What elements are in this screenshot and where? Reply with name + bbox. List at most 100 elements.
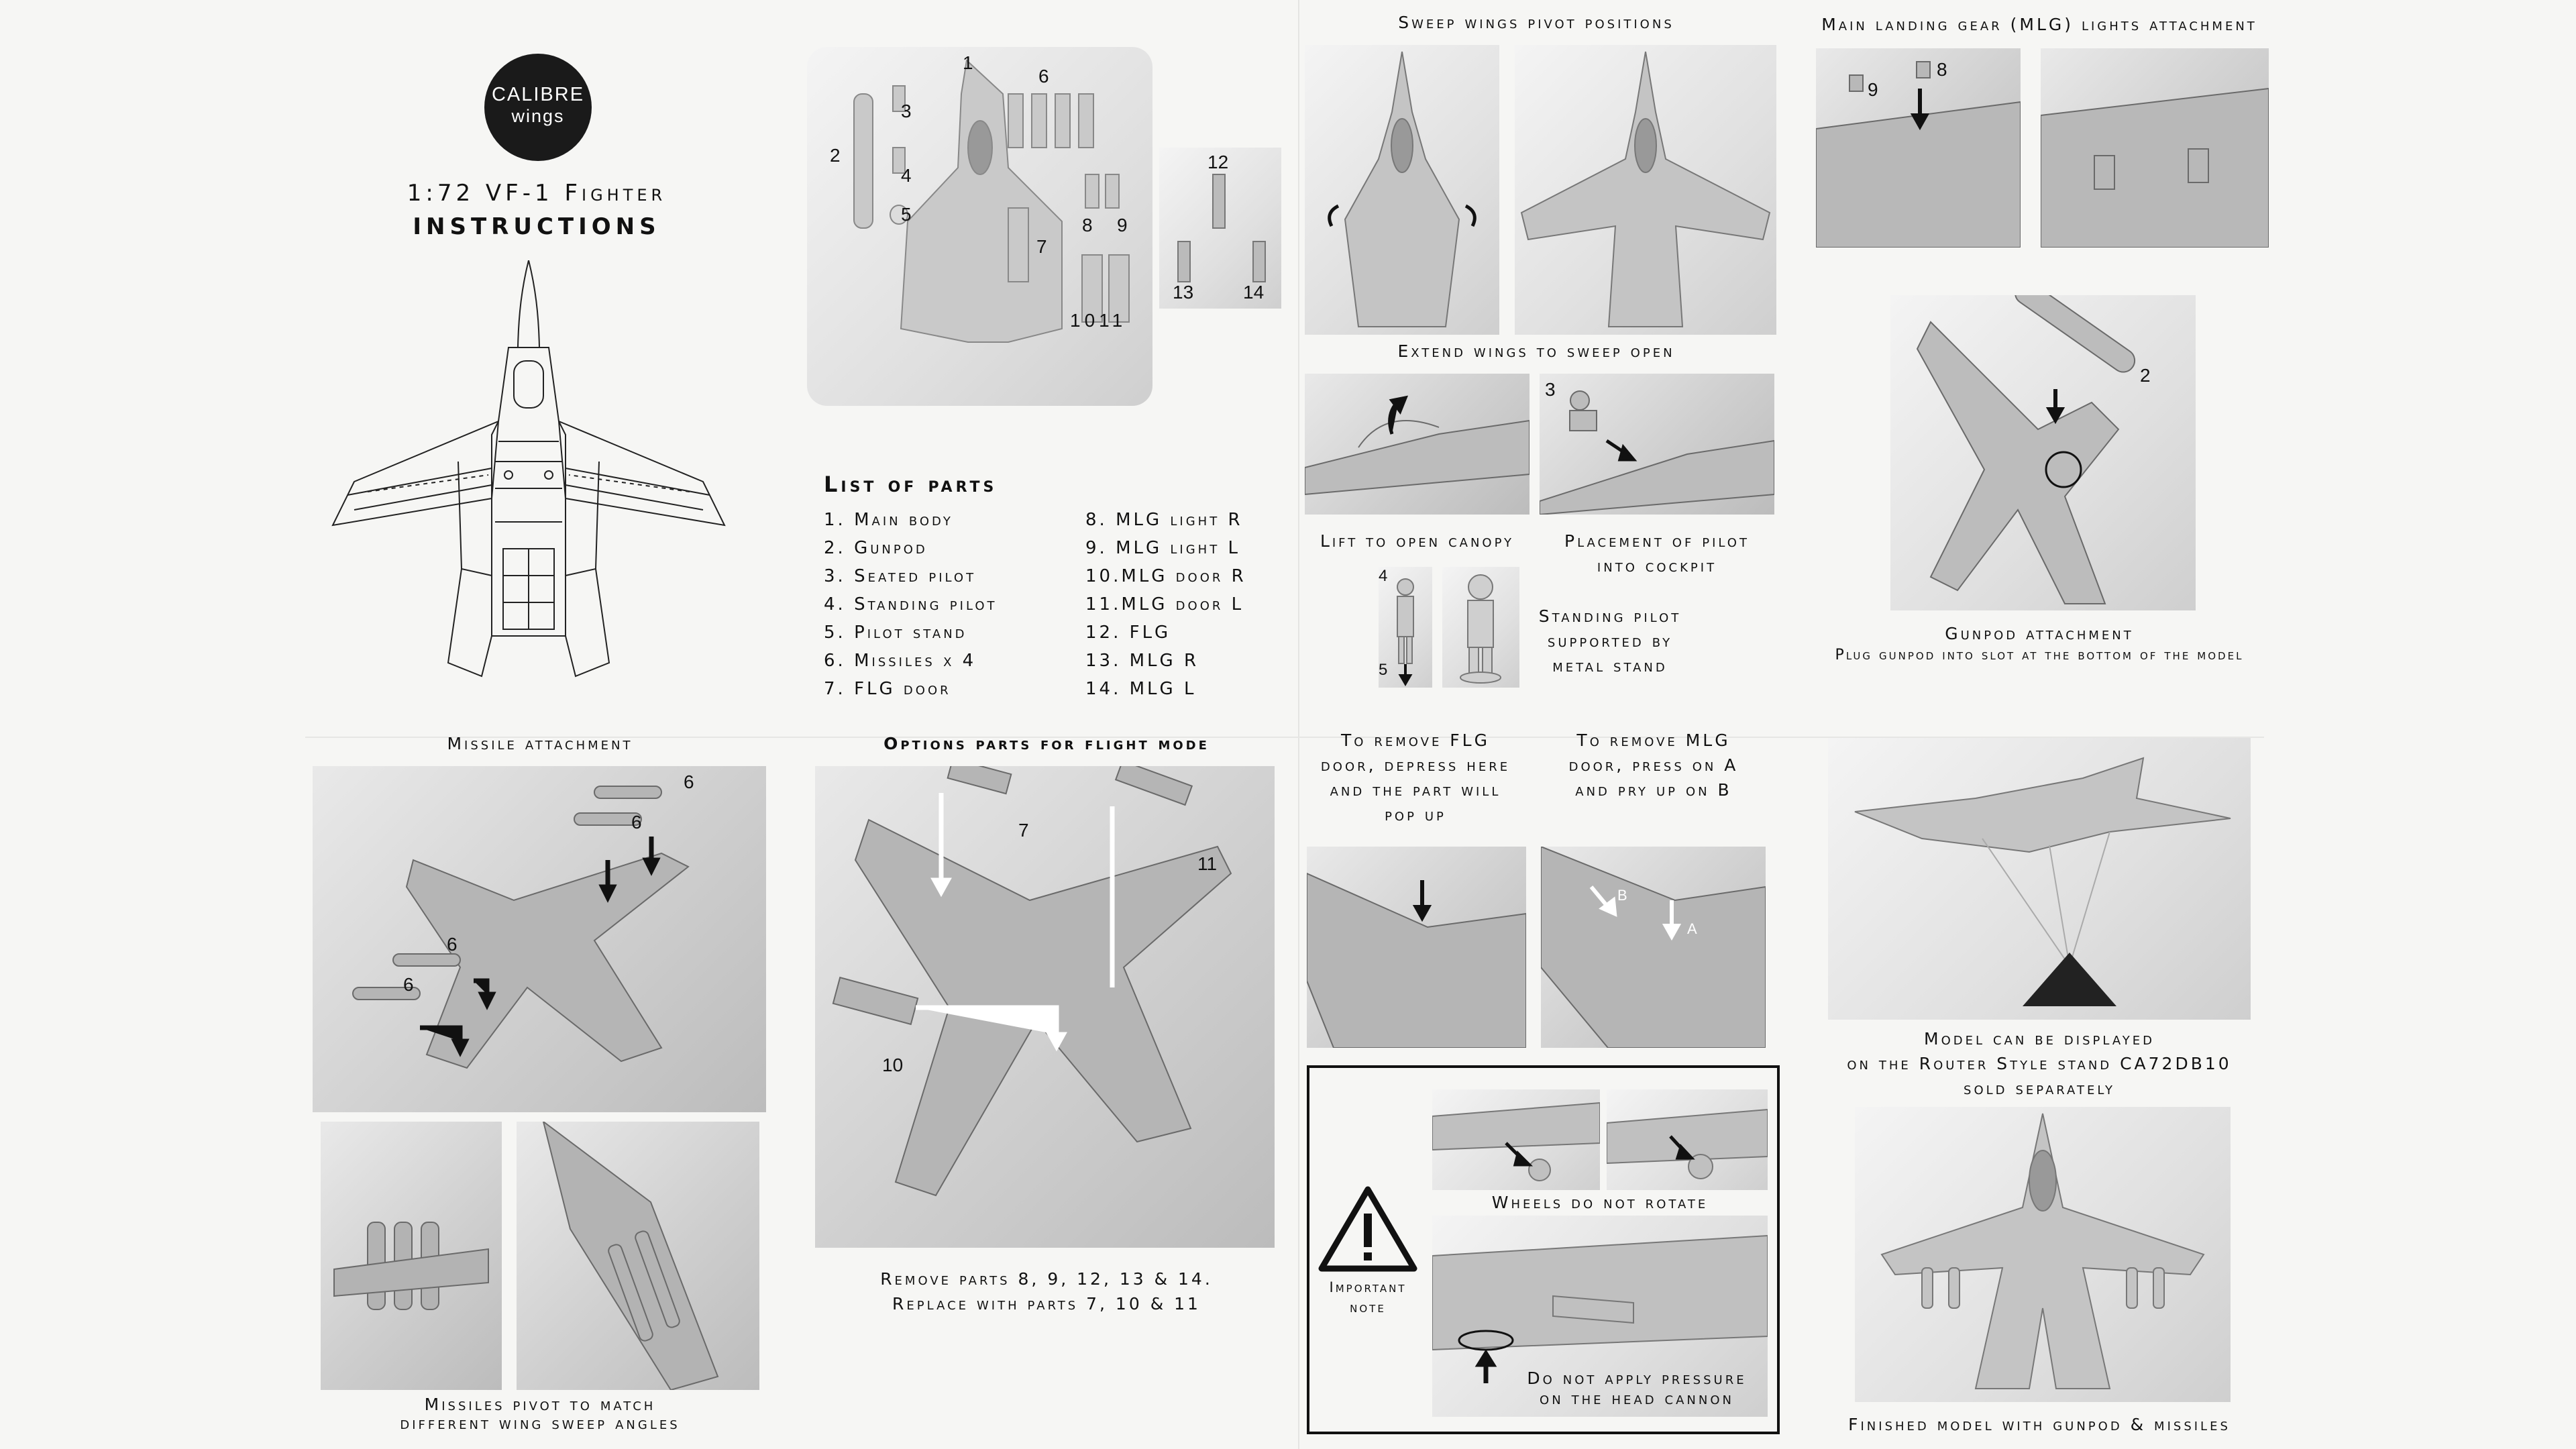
- sweep-wings-label: Sweep wings pivot positions: [1398, 13, 1674, 32]
- flight-mode-photo: 7 11 10: [815, 766, 1275, 1248]
- wheels-photo-2: [1607, 1089, 1768, 1190]
- sprue-num-3: 3: [901, 101, 912, 121]
- pilot-callout-5: 5: [1379, 661, 1388, 679]
- parts-list-item: 8. MLG light R: [1085, 510, 1243, 530]
- sprue-num-2: 2: [830, 145, 841, 166]
- extend-wings-label: Extend wings to sweep open: [1397, 341, 1675, 361]
- mlg-door-photo: B A: [1541, 847, 1766, 1048]
- parts-list-item: 5. Pilot stand: [824, 623, 967, 643]
- remove-mlg-line: To remove MLG: [1576, 731, 1731, 750]
- standing-pilot-label-2: supported by: [1547, 631, 1673, 651]
- finished-model-label: Finished model with gunpod & missiles: [1848, 1415, 2231, 1434]
- standing-pilot-photo-large: [1442, 567, 1519, 688]
- remove-mlg-text: To remove MLG door, press on A and pry up …: [1536, 728, 1771, 802]
- placement-pilot-label-2: into cockpit: [1597, 556, 1717, 576]
- missile-attach-photo: 6 6 6 6: [313, 766, 766, 1112]
- stand-display-label-2: on the Router Style stand CA72DB10: [1847, 1054, 2232, 1073]
- mlg-lights-photo-1: 9 8: [1816, 48, 2021, 248]
- remove-replace-label-1: Remove parts 8, 9, 12, 13 & 14.: [880, 1269, 1213, 1289]
- sprue-num-1: 1: [963, 52, 973, 73]
- missiles-pivot-label-2: different wing sweep angles: [400, 1413, 680, 1433]
- mlg-callout-B: B: [1617, 887, 1627, 904]
- brand-line1: CALIBRE: [491, 84, 585, 105]
- parts-sprue-photo: 1 2 3 4 5 6 7 8 9 1011: [807, 47, 1152, 406]
- flight-callout-7: 7: [1018, 820, 1029, 841]
- sprue-num-7: 7: [1036, 236, 1047, 257]
- placement-pilot-label-1: Placement of pilot: [1564, 531, 1750, 551]
- no-pressure-label-2: on the head cannon: [1540, 1389, 1734, 1408]
- sprue-num-1011: 1011: [1070, 310, 1127, 331]
- no-pressure-label-1: Do not apply pressure: [1527, 1368, 1747, 1388]
- sweep-open-photo: [1515, 45, 1776, 335]
- mlg-callout-8: 8: [1937, 59, 1947, 80]
- gunpod-photo: 2: [1890, 295, 2196, 610]
- gunpod-desc: Plug gunpod into slot at the bottom of t…: [1835, 647, 2244, 663]
- stand-display-label-1: Model can be displayed: [1924, 1029, 2155, 1049]
- wheels-photo-1: [1432, 1089, 1600, 1190]
- head-cannon-photo: Do not apply pressure on the head cannon: [1432, 1216, 1768, 1417]
- page-fold-right: [1298, 737, 2264, 738]
- sprue-num-8: 8: [1082, 215, 1093, 235]
- stand-display-label-3: sold separately: [1964, 1079, 2115, 1098]
- missile-callout-6c: 6: [447, 934, 458, 955]
- parts-list-item: 7. FLG door: [824, 679, 951, 699]
- parts-list-item: 6. Missiles x 4: [824, 651, 977, 671]
- pilot-callout-3: 3: [1545, 379, 1556, 400]
- missiles-pivot-label-1: Missiles pivot to match: [424, 1395, 656, 1414]
- mlg-callout-A: A: [1687, 920, 1697, 937]
- options-flight-label: Options parts for flight mode: [883, 734, 1210, 753]
- missile-pivot-photo-1: [321, 1122, 502, 1390]
- sprue-num-5: 5: [901, 204, 912, 225]
- warning-icon: [1318, 1186, 1417, 1272]
- important-label-1: Important: [1329, 1279, 1407, 1295]
- sprue-num-6: 6: [1038, 66, 1049, 87]
- sprue-num-4: 4: [901, 165, 912, 186]
- page-fold-left: [305, 737, 1298, 738]
- flg-mlg-parts-photo: 12 13 14: [1159, 148, 1281, 309]
- parts-list-item: 11.MLG door L: [1085, 594, 1244, 614]
- missile-attach-label: Missile attachment: [447, 734, 633, 753]
- remove-flg-line: pop up: [1385, 805, 1446, 824]
- canopy-photo: [1305, 374, 1529, 515]
- remove-flg-line: To remove FLG: [1341, 731, 1490, 750]
- sprue-num-9: 9: [1117, 215, 1128, 235]
- parts-list-item: 12. FLG: [1085, 623, 1171, 643]
- brand-line2: WINGS: [511, 106, 565, 126]
- pilot-placement-photo: 3: [1540, 374, 1774, 515]
- pilot-callout-4: 4: [1379, 567, 1388, 585]
- flight-callout-11: 11: [1197, 853, 1218, 874]
- page-title: 1:72 VF-1 Fighter: [407, 180, 667, 207]
- remove-mlg-line: and pry up on B: [1575, 780, 1732, 800]
- standing-pilot-label-1: Standing pilot: [1538, 606, 1682, 626]
- important-label-2: note: [1350, 1299, 1386, 1316]
- brand-logo: CALIBRE WINGS: [484, 54, 592, 161]
- parts-list-item: 10.MLG door R: [1085, 566, 1246, 586]
- page-subtitle: Instructions: [413, 213, 661, 240]
- parts-list-item: 13. MLG R: [1085, 651, 1199, 671]
- parts-list-item: 3. Seated pilot: [824, 566, 977, 586]
- lift-canopy-label: Lift to open canopy: [1320, 531, 1515, 551]
- mlg-lights-label: Main landing gear (MLG) lights attachmen…: [1821, 15, 2257, 34]
- standing-pilot-label-3: metal stand: [1552, 656, 1668, 676]
- remove-mlg-line: door, press on A: [1568, 755, 1739, 775]
- stand-display-photo: [1828, 738, 2251, 1020]
- vf1-line-drawing: [331, 260, 726, 678]
- parts-list-item: 14. MLG L: [1085, 679, 1197, 699]
- missile-callout-6b: 6: [631, 812, 642, 833]
- important-note-box: Important note Wheels do not rotate Do n…: [1307, 1065, 1780, 1434]
- sprue-num-13: 13: [1173, 282, 1194, 303]
- missile-callout-6d: 6: [403, 974, 414, 995]
- sweep-closed-photo: [1305, 45, 1499, 335]
- flg-door-photo: [1307, 847, 1526, 1048]
- parts-list-item: 4. Standing pilot: [824, 594, 998, 614]
- parts-list-item: 2. Gunpod: [824, 538, 928, 558]
- page-fold-center: [1298, 0, 1299, 1449]
- gunpod-title: Gunpod attachment: [1945, 624, 2134, 643]
- gunpod-callout-2: 2: [2140, 365, 2151, 386]
- parts-list-left: 1. Main body 2. Gunpod 3. Seated pilot 4. S…: [824, 506, 998, 703]
- missile-callout-6a: 6: [684, 771, 694, 792]
- parts-list-item: 1. Main body: [824, 510, 953, 530]
- sprue-num-14: 14: [1243, 282, 1265, 303]
